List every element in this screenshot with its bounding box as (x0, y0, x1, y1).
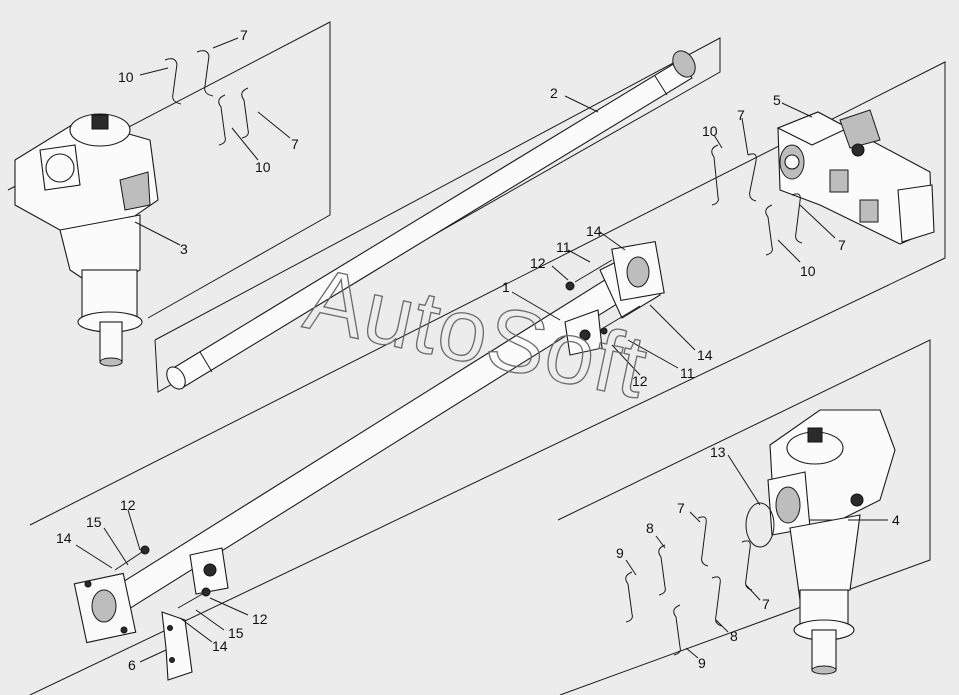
fasteners (114, 259, 641, 609)
panel-top-left (7, 21, 331, 319)
callout-12: 12 (252, 611, 268, 627)
callout-7: 7 (838, 237, 846, 253)
callout-8: 8 (730, 628, 738, 644)
callout-4: 4 (892, 512, 900, 528)
callout-14: 14 (586, 223, 602, 239)
panel-shaft-2 (154, 37, 721, 393)
callout-5: 5 (773, 92, 781, 108)
callout-2: 2 (550, 85, 558, 101)
callout-labels: 7 10 7 10 3 2 5 7 10 7 10 14 11 12 1 14 … (56, 27, 900, 673)
callout-8: 8 (646, 520, 654, 536)
callout-11: 11 (680, 365, 695, 381)
callout-7: 7 (291, 136, 299, 152)
callout-14: 14 (56, 530, 72, 546)
callout-10: 10 (800, 263, 816, 279)
callout-1: 1 (502, 279, 510, 295)
gearbox-part-4 (767, 409, 896, 675)
callout-15: 15 (86, 514, 102, 530)
callout-7: 7 (677, 500, 685, 516)
callout-10: 10 (255, 159, 271, 175)
leader-lines (75, 37, 888, 663)
gearbox-part-3 (14, 113, 159, 367)
callout-9: 9 (698, 655, 706, 671)
callout-7: 7 (737, 107, 745, 123)
callout-7: 7 (240, 27, 248, 43)
callout-3: 3 (180, 241, 188, 257)
callout-13: 13 (710, 444, 726, 460)
callout-12: 12 (120, 497, 136, 513)
callout-14: 14 (212, 638, 228, 654)
callout-10: 10 (702, 123, 718, 139)
panel-bottom-right (557, 339, 931, 695)
callout-10: 10 (118, 69, 134, 85)
clips (164, 50, 803, 656)
tube-part-1 (73, 240, 665, 644)
panel-outlines (7, 21, 946, 695)
bracket-part-6 (161, 611, 193, 681)
callout-15: 15 (228, 625, 244, 641)
callout-6: 6 (128, 657, 136, 673)
callout-12: 12 (530, 255, 546, 271)
shaft-part-2 (166, 50, 696, 390)
callout-11: 11 (556, 239, 571, 255)
callout-7: 7 (762, 596, 770, 612)
panel-tube-1 (29, 61, 946, 695)
o-ring-part-13 (745, 502, 775, 548)
callout-9: 9 (616, 545, 624, 561)
callout-12: 12 (632, 373, 648, 389)
callout-14: 14 (697, 347, 713, 363)
gearbox-part-5 (776, 109, 935, 245)
